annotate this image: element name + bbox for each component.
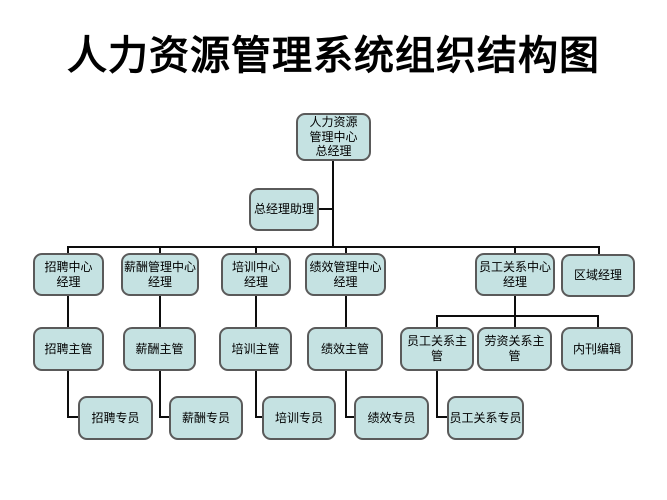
connector-drop-region-mgr	[598, 246, 600, 254]
connector-sub-drop-emprel-sup	[436, 315, 438, 327]
connector-sub-drop-editor	[597, 315, 599, 327]
connector-sub-drop-labor-sup	[514, 315, 516, 327]
node-labor-relations-supervisor: 劳资关系主管	[477, 327, 552, 371]
connector-perf-elbow-h	[345, 416, 355, 418]
node-internal-journal-editor: 内刊编辑	[561, 327, 633, 371]
node-regional-manager: 区域经理	[561, 254, 635, 297]
connector-train-elbow-v	[255, 371, 257, 418]
connector-drop-comp-mgr	[159, 246, 161, 253]
node-performance-specialist: 绩效专员	[354, 396, 429, 440]
node-employee-relations-supervisor: 员工关系主管	[400, 327, 474, 371]
node-recruitment-supervisor: 招聘主管	[33, 327, 104, 371]
connector-drop-recruit-mgr	[67, 246, 69, 253]
connector-comp-mgr-sup	[159, 296, 161, 327]
connector-emprel-elbow-h	[436, 416, 448, 418]
connector-recruit-elbow-h	[67, 416, 79, 418]
node-performance-supervisor: 绩效主管	[307, 327, 383, 371]
connector-assistant-horizontal	[318, 208, 334, 210]
node-compensation-supervisor: 薪酬主管	[123, 327, 196, 371]
connector-drop-perf-mgr	[345, 246, 347, 253]
connector-train-mgr-sup	[255, 296, 257, 327]
node-compensation-center-manager: 薪酬管理中心 经理	[121, 253, 199, 296]
connector-drop-emprel-mgr	[514, 246, 516, 253]
connector-perf-mgr-sup	[345, 296, 347, 327]
node-training-specialist: 培训专员	[262, 396, 336, 440]
connector-emprel-mgr-drop	[514, 296, 516, 317]
connector-comp-elbow-h	[159, 416, 170, 418]
node-compensation-specialist: 薪酬专员	[169, 396, 243, 440]
node-recruitment-center-manager: 招聘中心 经理	[33, 253, 104, 296]
node-training-center-manager: 培训中心 经理	[221, 253, 291, 296]
node-training-supervisor: 培训主管	[219, 327, 292, 371]
node-employee-relations-center-manager: 员工关系中心 经理	[475, 253, 555, 296]
node-recruitment-specialist: 招聘专员	[78, 396, 153, 440]
connector-recruit-elbow-v	[67, 371, 69, 418]
org-chart-title: 人力资源管理系统组织结构图	[67, 32, 600, 79]
connector-train-elbow-h	[255, 416, 263, 418]
connector-main-bus	[67, 246, 600, 248]
connector-drop-train-mgr	[255, 246, 257, 253]
connector-trunk-vertical	[332, 160, 334, 248]
node-gm-assistant: 总经理助理	[249, 188, 319, 231]
connector-recruit-mgr-sup	[67, 296, 69, 327]
node-performance-center-manager: 绩效管理中心 经理	[305, 253, 386, 296]
connector-emprel-elbow-v	[436, 371, 438, 418]
node-employee-relations-specialist: 员工关系专员	[447, 396, 524, 440]
connector-perf-elbow-v	[345, 371, 347, 418]
connector-comp-elbow-v	[159, 371, 161, 418]
connector-sub-bus	[436, 315, 599, 317]
node-hr-general-manager: 人力资源 管理中心 总经理	[296, 113, 371, 161]
